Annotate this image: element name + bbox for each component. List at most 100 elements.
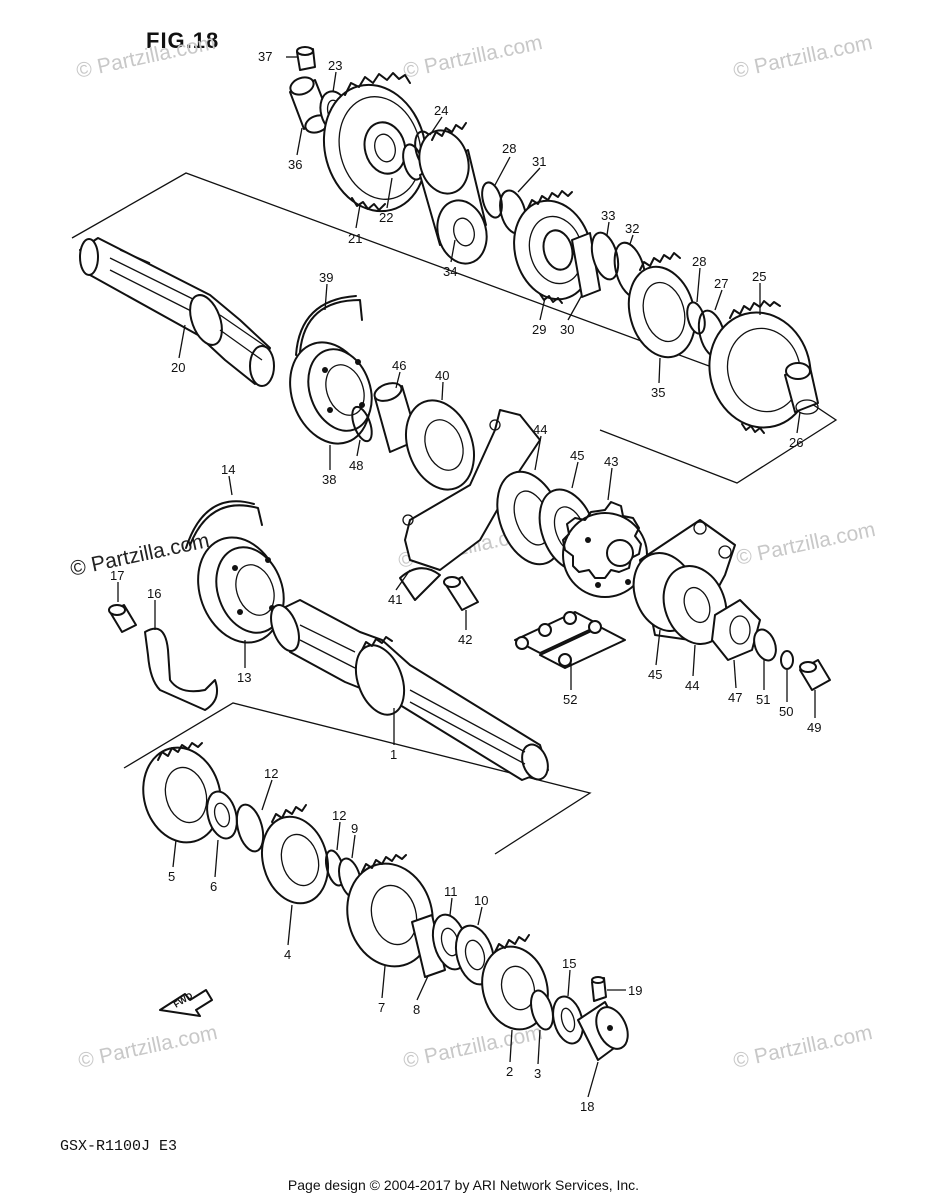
callout: 8 [413,1002,420,1017]
callout: 30 [560,322,574,337]
callout: 29 [532,322,546,337]
driveshaft-gear-stack [142,742,629,1061]
callout: 51 [756,692,770,707]
bolt-17 [108,604,137,633]
callout: 7 [378,1000,385,1015]
pin-37 [296,46,316,71]
callout: 24 [434,103,448,118]
callout: 22 [379,210,393,225]
countershaft-frame [71,172,838,484]
callout: 16 [147,586,161,601]
callout: 49 [807,720,821,735]
callout: 9 [351,821,358,836]
callout: 13 [237,670,251,685]
callout: 3 [534,1066,541,1081]
callout: 34 [443,264,457,279]
callout: 33 [601,208,615,223]
callout: 4 [284,947,291,962]
callout: 17 [110,568,124,583]
figure-label: FIG.18 [146,28,220,53]
bolt-49 [799,659,831,691]
bolt-42 [443,576,479,611]
callout: 44 [533,422,547,437]
washer-50 [780,650,794,670]
bushing-8 [411,914,446,978]
callout: 11 [444,884,458,899]
bushing-36 [289,76,331,134]
callout: 26 [789,435,803,450]
callout: 37 [258,49,272,64]
callout: 46 [392,358,406,373]
callout: 48 [349,458,363,473]
callout: 38 [322,472,336,487]
driveshaft-1 [270,599,549,781]
callout: 15 [562,956,576,971]
retainer-41 [399,409,541,601]
bushing-30 [571,232,601,298]
callout: 39 [319,270,333,285]
callout: 10 [474,893,488,908]
countershaft-20 [79,237,275,387]
oring-48 [351,405,373,443]
callout: 27 [714,276,728,291]
washer-33 [590,231,620,281]
gear-34 [418,122,488,265]
gear-25 [708,300,812,434]
watermark: © Partzilla.com [76,1021,219,1073]
callout: 50 [779,704,793,719]
bushing-6 [206,790,238,840]
gear-21 [322,72,428,213]
callout: 45 [648,667,662,682]
bracket-16 [144,627,218,711]
watermark: © Partzilla.com [401,31,544,83]
washer-15 [552,995,584,1045]
callout: 20 [171,360,185,375]
callout: 44 [685,678,699,693]
callout: 28 [692,254,706,269]
gear-7 [346,862,434,968]
washer-51 [753,628,777,662]
model-code: GSX-R1100J E3 [60,1138,178,1155]
callout: 47 [728,690,742,705]
washer-3 [530,989,554,1031]
callout: 42 [458,632,472,647]
callout: 45 [570,448,584,463]
callout: 35 [651,385,665,400]
circlip-39 [299,299,363,353]
assembly-frames [71,172,838,855]
callout: 36 [288,157,302,172]
nut-47 [711,599,761,661]
callout: 40 [435,368,449,383]
countershaft-gear-stack [289,46,819,434]
callout: 6 [210,879,217,894]
callout: 25 [752,269,766,284]
leader-lines [117,56,816,1098]
circlip-14 [189,504,263,546]
watermark: © Partzilla.com [731,1021,874,1073]
gear-4 [261,815,329,905]
callout: 28 [502,141,516,156]
callout: 21 [348,231,362,246]
bearing-13 [197,536,285,644]
callout: 14 [221,462,235,477]
callout: 23 [328,58,342,73]
sprocket-retainer [632,519,736,645]
watermark: © Partzilla.com [734,518,877,570]
circlip-12a [235,803,265,853]
gear-5 [142,746,222,844]
oil-seal-40 [405,399,475,491]
driveshaft-frame [123,702,592,855]
callout: 43 [604,454,618,469]
bushing-26 [784,362,819,415]
forward-arrow-icon: FWD [159,989,213,1017]
callout: 12 [264,766,278,781]
callout: 5 [168,869,175,884]
callout: 31 [532,154,546,169]
callout: 2 [506,1064,513,1079]
callouts: 37 23 24 36 22 21 28 31 34 33 32 29 30 2… [110,49,821,1114]
watermark: © Partzilla.com [74,31,217,83]
callout: 12 [332,808,346,823]
callout: 41 [388,592,402,607]
